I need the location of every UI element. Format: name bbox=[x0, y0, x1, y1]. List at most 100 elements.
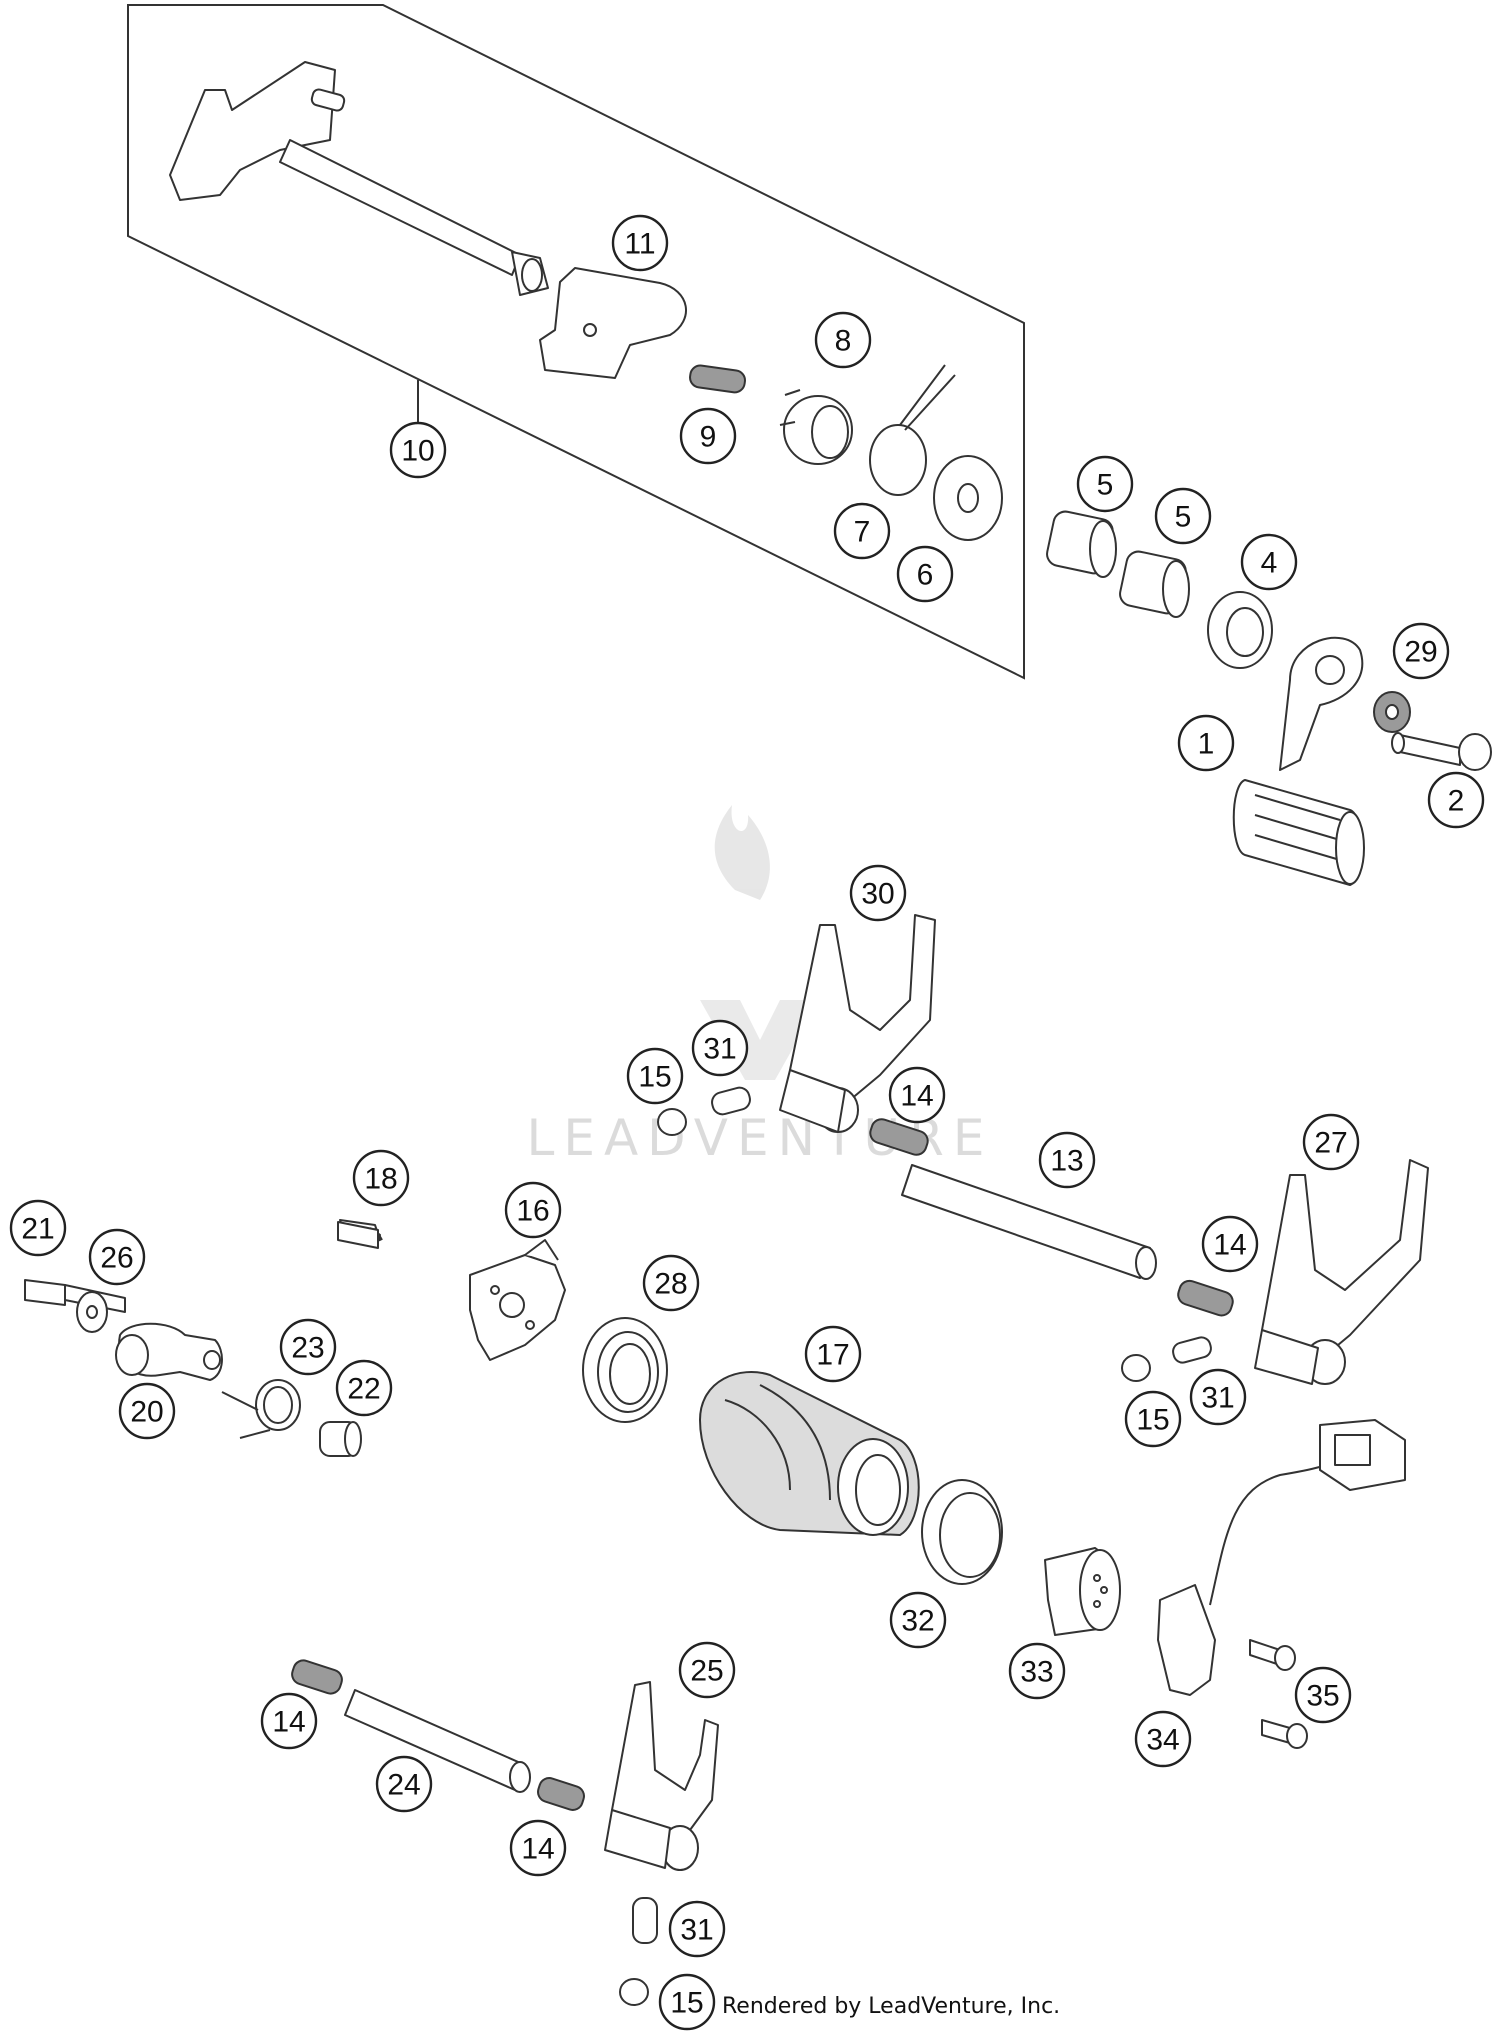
callout-number: 30 bbox=[861, 878, 894, 911]
callout-circle bbox=[814, 311, 872, 369]
part-34-sensor bbox=[1157, 1419, 1406, 1696]
callout-number: 27 bbox=[1314, 1127, 1347, 1160]
callout-31: 31 bbox=[1189, 1368, 1247, 1426]
part-35-screw-a bbox=[1249, 1639, 1296, 1671]
callout-circle bbox=[1177, 714, 1235, 772]
callout-number: 13 bbox=[1050, 1145, 1083, 1178]
callout-circle bbox=[260, 1692, 318, 1750]
part-17-shift-drum bbox=[699, 1371, 920, 1536]
callout-circle bbox=[833, 502, 891, 560]
callout-27: 27 bbox=[1302, 1113, 1360, 1171]
callout-circle bbox=[888, 1066, 946, 1124]
callout-number: 11 bbox=[624, 228, 655, 261]
callout-15: 15 bbox=[626, 1047, 684, 1105]
callout-28: 28 bbox=[642, 1254, 700, 1312]
callout-number: 1 bbox=[1198, 728, 1215, 761]
part-20-lever bbox=[115, 1322, 223, 1381]
part-1-shift-lever bbox=[1232, 636, 1365, 886]
callout-circle bbox=[804, 1325, 862, 1383]
callout-number: 17 bbox=[816, 1339, 849, 1372]
callout-circle bbox=[352, 1149, 410, 1207]
part-28-bearing bbox=[582, 1317, 668, 1423]
callout-2: 2 bbox=[1427, 771, 1485, 829]
callout-number: 14 bbox=[521, 1833, 554, 1866]
callout-number: 15 bbox=[670, 1987, 703, 2020]
callout-circle bbox=[679, 407, 737, 465]
callout-23: 23 bbox=[279, 1318, 337, 1376]
part-16-locator bbox=[469, 1239, 566, 1361]
part-24-shaft bbox=[344, 1689, 531, 1793]
callout-7: 7 bbox=[833, 502, 891, 560]
part-33-cap bbox=[1044, 1547, 1121, 1636]
callout-17: 17 bbox=[804, 1325, 862, 1383]
callout-10: 10 bbox=[389, 421, 447, 479]
part-14-spring-d bbox=[537, 1777, 585, 1811]
callout-number: 21 bbox=[21, 1213, 54, 1246]
shift-shaft bbox=[169, 61, 549, 296]
part-5-bushing-a bbox=[1046, 510, 1117, 578]
callout-34: 34 bbox=[1134, 1710, 1192, 1768]
callout-number: 5 bbox=[1097, 469, 1114, 502]
callout-29: 29 bbox=[1392, 622, 1450, 680]
callout-layer: 1011987655429123015311413271415311816212… bbox=[9, 214, 1485, 2031]
callout-circle bbox=[1154, 487, 1212, 545]
callout-number: 5 bbox=[1175, 501, 1192, 534]
callout-circle bbox=[375, 1755, 433, 1813]
callout-number: 32 bbox=[901, 1605, 934, 1638]
part-35-screw-b bbox=[1261, 1719, 1308, 1749]
callout-circle bbox=[889, 1591, 947, 1649]
callout-31: 31 bbox=[668, 1900, 726, 1958]
callout-circle bbox=[896, 545, 954, 603]
callout-30: 30 bbox=[849, 864, 907, 922]
callout-25: 25 bbox=[678, 1641, 736, 1699]
callout-33: 33 bbox=[1008, 1642, 1066, 1700]
callout-9: 9 bbox=[679, 407, 737, 465]
part-32-ring bbox=[921, 1479, 1003, 1585]
callout-18: 18 bbox=[352, 1149, 410, 1207]
callout-20: 20 bbox=[118, 1382, 176, 1440]
callout-6: 6 bbox=[896, 545, 954, 603]
part-9-spring bbox=[689, 364, 746, 394]
callout-circle bbox=[1201, 1215, 1259, 1273]
callout-circle bbox=[1189, 1368, 1247, 1426]
callout-circle bbox=[678, 1641, 736, 1699]
callout-number: 31 bbox=[703, 1033, 736, 1066]
callout-8: 8 bbox=[814, 311, 872, 369]
callout-number: 31 bbox=[1201, 1382, 1234, 1415]
callout-number: 29 bbox=[1404, 636, 1437, 669]
part-31-pin-a bbox=[711, 1086, 751, 1116]
callout-14: 14 bbox=[509, 1819, 567, 1877]
callout-number: 28 bbox=[654, 1268, 687, 1301]
callout-35: 35 bbox=[1294, 1666, 1352, 1724]
callout-circle bbox=[1124, 1390, 1182, 1448]
callout-32: 32 bbox=[889, 1591, 947, 1649]
callout-number: 2 bbox=[1448, 785, 1465, 818]
part-14-spring-a bbox=[869, 1118, 929, 1156]
callout-number: 23 bbox=[291, 1332, 324, 1365]
callout-22: 22 bbox=[335, 1359, 393, 1417]
part-18-bolt bbox=[337, 1219, 383, 1249]
callout-number: 25 bbox=[690, 1655, 723, 1688]
part-6-washer bbox=[933, 455, 1003, 541]
callout-circle bbox=[279, 1318, 337, 1376]
callout-circle bbox=[1076, 455, 1134, 513]
part-11-plate bbox=[539, 267, 687, 379]
part-8-bushing bbox=[779, 389, 853, 465]
part-15-bush-c bbox=[619, 1978, 649, 2006]
callout-number: 26 bbox=[100, 1242, 133, 1275]
callout-number: 14 bbox=[1213, 1229, 1246, 1262]
callout-14: 14 bbox=[260, 1692, 318, 1750]
callout-number: 4 bbox=[1261, 547, 1278, 580]
callout-circle bbox=[1294, 1666, 1352, 1724]
callout-circle bbox=[626, 1047, 684, 1105]
callout-13: 13 bbox=[1038, 1131, 1096, 1189]
part-22-roller bbox=[319, 1421, 362, 1457]
callout-5: 5 bbox=[1154, 487, 1212, 545]
callout-31: 31 bbox=[691, 1019, 749, 1077]
part-15-bush-a bbox=[657, 1108, 687, 1136]
callout-4: 4 bbox=[1240, 533, 1298, 591]
callout-number: 10 bbox=[401, 435, 434, 468]
callout-number: 35 bbox=[1306, 1680, 1339, 1713]
callout-5: 5 bbox=[1076, 455, 1134, 513]
callout-number: 15 bbox=[638, 1061, 671, 1094]
